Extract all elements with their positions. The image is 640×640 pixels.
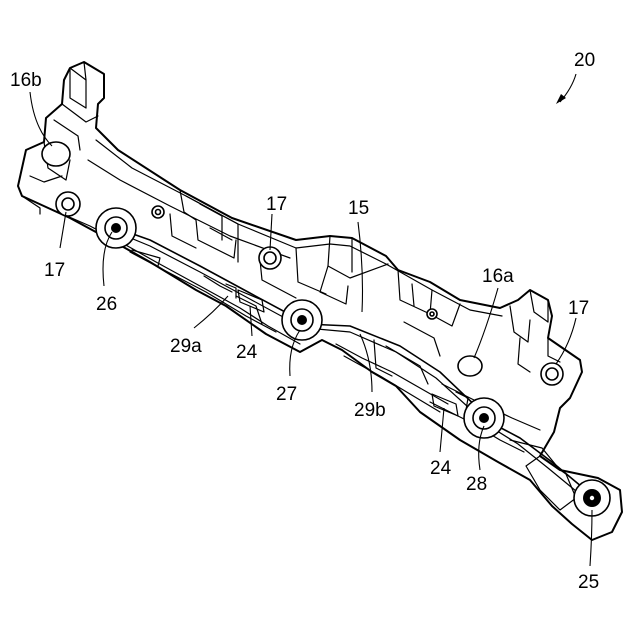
ref-16a: 16a <box>482 266 514 287</box>
ref-17-center: 17 <box>266 194 287 215</box>
ref-25: 25 <box>578 572 599 593</box>
hole-16b <box>42 142 70 166</box>
ref-16b: 16b <box>10 70 42 91</box>
mounting-hole-17c <box>541 363 563 385</box>
ref-20: 20 <box>574 50 595 71</box>
mounting-hole-17b <box>259 247 281 269</box>
ref-15: 15 <box>348 198 369 219</box>
ref-29b: 29b <box>354 400 386 421</box>
terminal-28 <box>464 398 504 438</box>
ref-17-right: 17 <box>568 298 589 319</box>
ref-26: 26 <box>96 294 117 315</box>
terminal-27 <box>282 300 322 340</box>
ref-28: 28 <box>466 474 487 495</box>
terminal-26 <box>96 208 136 248</box>
ref-27: 27 <box>276 384 297 405</box>
ref-17-left: 17 <box>44 260 65 281</box>
ref-24-left: 24 <box>236 342 258 363</box>
ref-29a: 29a <box>170 336 202 357</box>
mounting-hole-17a <box>56 192 80 216</box>
assembly-arrow <box>556 74 576 104</box>
ref-24-right: 24 <box>430 458 452 479</box>
hole-16a <box>458 356 482 376</box>
